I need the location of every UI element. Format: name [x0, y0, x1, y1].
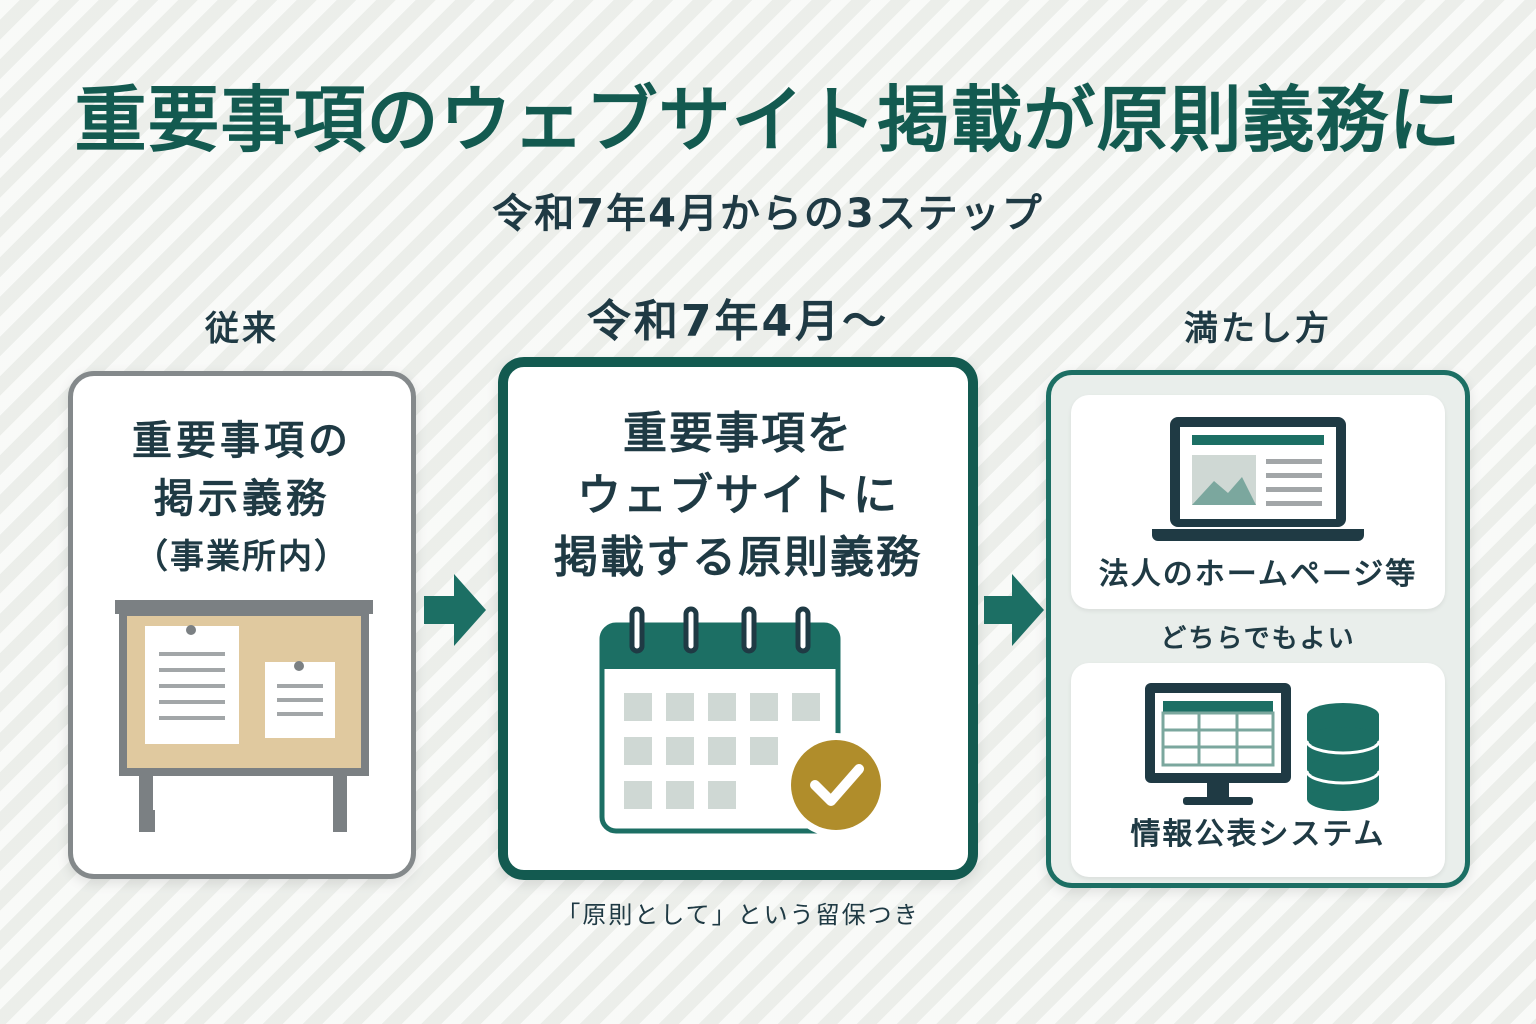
option-homepage-label: 法人のホームページ等 — [1098, 557, 1418, 592]
monitor-database-icon — [1145, 683, 1381, 811]
before-card-note: （事業所内） — [134, 537, 350, 577]
from-2025-card: 重要事項を ウェブサイトに 掲載する原則義務 — [498, 357, 978, 880]
principle-caveat: 「原則として」という留保つき — [556, 901, 920, 929]
laptop-webpage-icon — [1152, 417, 1364, 541]
before-card: 重要事項の 掲示義務 （事業所内） — [68, 371, 416, 879]
calendar-check-icon — [599, 606, 888, 837]
option-homepage: 法人のホームページ等 — [1071, 395, 1445, 609]
page-title: 重要事項のウェブサイト掲載が原則義務に — [74, 78, 1462, 162]
column-label-from-2025: 令和7年4月～ — [586, 296, 890, 347]
column-label-how-to-meet: 満たし方 — [1184, 309, 1332, 349]
arrow-right-icon — [424, 574, 486, 646]
how-to-meet-card: 法人のホームページ等 どちらでもよい — [1046, 370, 1470, 888]
option-info-system-label: 情報公表システム — [1130, 817, 1386, 852]
column-label-before: 従来 — [205, 309, 279, 349]
before-card-text: 重要事項の 掲示義務 — [132, 418, 352, 522]
bulletin-board-icon — [115, 600, 373, 832]
option-info-system: 情報公表システム — [1071, 663, 1445, 877]
arrow-right-icon — [984, 574, 1044, 646]
page-subtitle: 令和7年4月からの3ステップ — [492, 191, 1044, 237]
either-is-fine: どちらでもよい — [1160, 624, 1356, 654]
from-2025-card-text: 重要事項を ウェブサイトに 掲載する原則義務 — [554, 408, 922, 583]
